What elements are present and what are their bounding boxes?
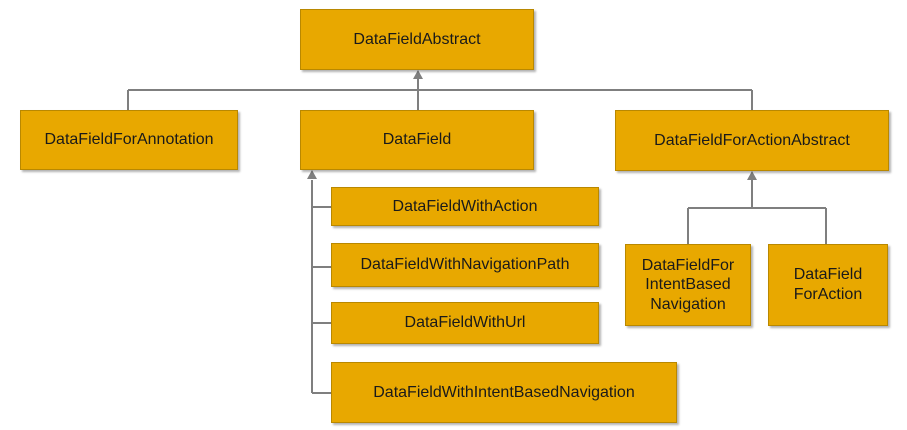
datafieldforactionabstract-box: DataFieldForActionAbstract bbox=[615, 110, 889, 171]
datafield-box: DataField bbox=[300, 110, 534, 170]
inheritance-arrowhead-actionabstract bbox=[747, 171, 757, 180]
datafieldforaction-box: DataField ForAction bbox=[768, 244, 888, 326]
datafieldwithintentbasednavigation-box: DataFieldWithIntentBasedNavigation bbox=[331, 362, 677, 423]
datafieldforintentbasednavigation-box: DataFieldFor IntentBased Navigation bbox=[625, 244, 751, 326]
datafieldforannotation-box: DataFieldForAnnotation bbox=[20, 110, 238, 170]
datafieldwithnavigationpath-box: DataFieldWithNavigationPath bbox=[331, 243, 599, 287]
inheritance-arrowhead-root bbox=[413, 70, 423, 79]
datafieldwithurl-box: DataFieldWithUrl bbox=[331, 302, 599, 344]
inheritance-arrowhead-datafield bbox=[307, 170, 317, 179]
datafieldabstract-box: DataFieldAbstract bbox=[300, 9, 534, 70]
datafieldwithaction-box: DataFieldWithAction bbox=[331, 187, 599, 226]
